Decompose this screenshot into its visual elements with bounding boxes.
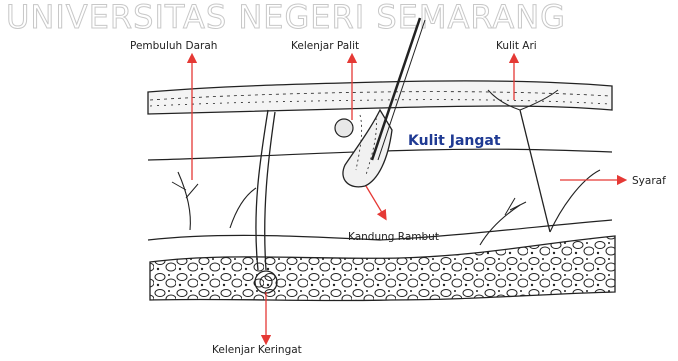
nerve-fibers: [488, 90, 600, 232]
label-kulit-jangat: Kulit Jangat: [408, 133, 501, 149]
label-kelenjar-keringat: Kelenjar Keringat: [212, 344, 302, 356]
fat-layer: [150, 236, 615, 301]
label-pembuluh-darah: Pembuluh Darah: [130, 40, 217, 52]
label-kelenjar-palit: Kelenjar Palit: [291, 40, 359, 52]
label-kandung-rambut: Kandung Rambut: [348, 231, 439, 243]
sebaceous-gland: [335, 119, 353, 137]
label-kulit-ari: Kulit Ari: [496, 40, 537, 52]
label-syaraf: Syaraf: [632, 175, 666, 187]
